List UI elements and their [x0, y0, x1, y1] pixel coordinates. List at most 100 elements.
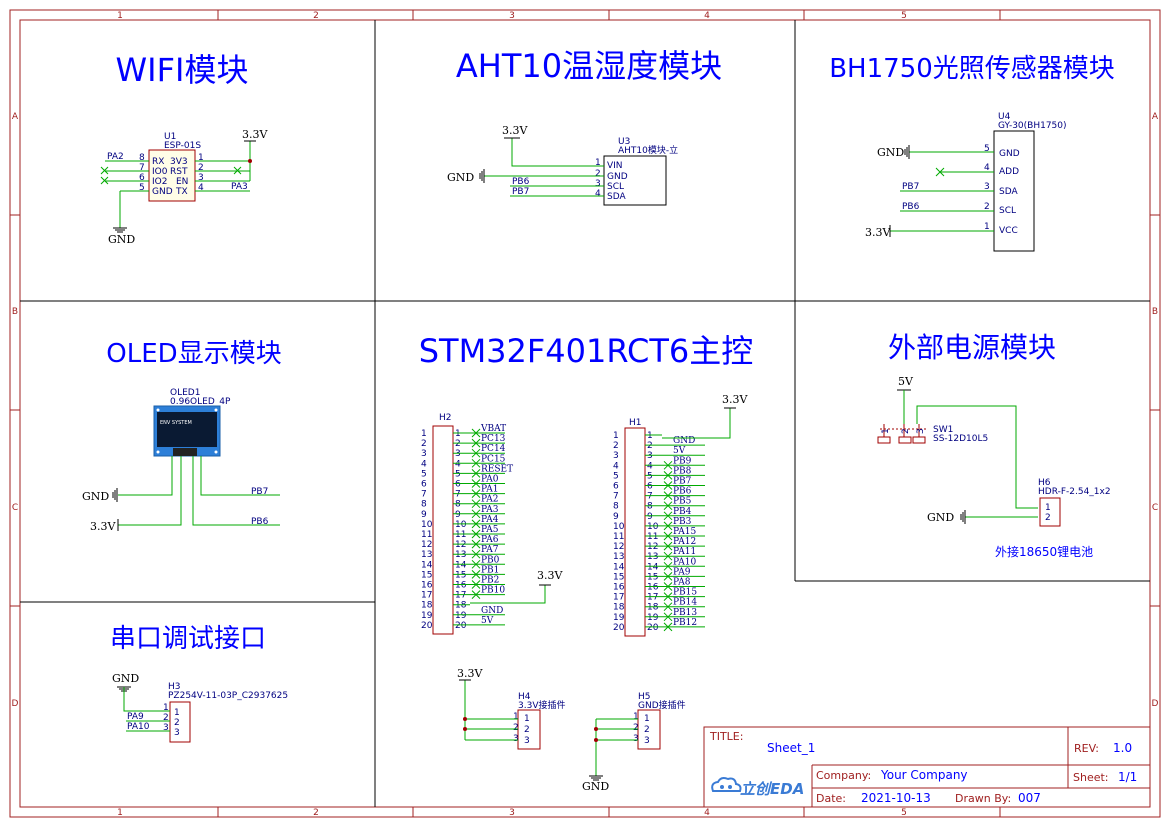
h2-pin-num: 5 — [421, 469, 427, 479]
wifi-pin-num: 4 — [198, 183, 204, 193]
h1-net-label: PB4 — [673, 507, 692, 517]
h2-pin-num: 17 — [421, 591, 432, 601]
h1-net-label: PB7 — [673, 477, 692, 487]
h2-pin-num: 16 — [421, 581, 433, 591]
h5-designator: H5 — [638, 692, 651, 702]
h1-pin-num: 12 — [613, 542, 624, 552]
title-label: TITLE: — [709, 730, 743, 743]
wifi-pin-name: TX — [175, 187, 188, 197]
aht10-net-label: PB7 — [512, 187, 529, 197]
wifi-pin-name: RX — [152, 157, 164, 167]
power-module[interactable]: 5V 1 2 3 SW1 SS-12D10L5 H6 HDR-F-2.54_1x… — [877, 375, 1111, 559]
bh1750-module[interactable]: U4 GY-30(BH1750) GND ADD SDA SCL VCC 5 4… — [865, 112, 1067, 252]
wifi-pin-num: 3 — [198, 173, 204, 183]
wifi-pin-num: 5 — [139, 183, 145, 193]
h1-pin-num: 7 — [613, 492, 619, 502]
oled-module[interactable]: OLED1 0.96OLED_4P ENV SYSTEM GND 3.3V PB… — [82, 388, 280, 533]
bh1750-pin-name: SCL — [999, 206, 1016, 216]
no-connect-icon — [663, 491, 673, 500]
h2-pin-num: 4 — [421, 459, 427, 469]
h1-net-label: 5V — [673, 446, 686, 456]
oled-value: 0.96OLED_4P — [170, 397, 231, 407]
wifi-pin-name: RST — [170, 167, 188, 177]
h1-net-label: PB15 — [673, 588, 697, 598]
h2-net-label: PC13 — [481, 434, 506, 444]
h1-pin-num: 20 — [613, 623, 625, 633]
frame-row-label: B — [1152, 307, 1158, 317]
aht10-value: AHT10模块-立 — [618, 144, 678, 156]
frame-col-label: 3 — [509, 808, 515, 818]
wifi-chip-body[interactable] — [148, 149, 196, 202]
no-connect-icon — [663, 561, 673, 571]
h1-pin-num: 9 — [613, 512, 619, 522]
oled-designator: OLED1 — [170, 388, 200, 398]
date-label: Date: — [816, 792, 846, 805]
battery-connector-body[interactable] — [1039, 497, 1061, 527]
aht10-net-label: PB6 — [512, 177, 530, 187]
ground-icon — [589, 775, 603, 781]
h2-pin-num: 13 — [421, 550, 432, 560]
frame-row-label: B — [12, 307, 18, 317]
connector-h4[interactable]: H4 3.3V接插件 1 2 3 1 2 3 3.3V — [457, 667, 565, 750]
logo-text: 立创EDA — [740, 780, 804, 798]
wifi-pin-name: IO0 — [152, 167, 168, 177]
h2-pin-num: 3 — [455, 449, 461, 459]
h4-pin-num: 1 — [513, 712, 519, 722]
aht10-module[interactable]: U3 AHT10模块-立 VIN GND SCL SDA 1 2 3 4 3.3… — [447, 124, 678, 206]
uart-net-label: PA10 — [127, 722, 150, 732]
wifi-value: ESP-01S — [164, 141, 201, 151]
switch-pin-num: 3 — [916, 428, 926, 434]
uart-body[interactable] — [169, 701, 191, 743]
h2-pin-num: 12 — [421, 540, 432, 550]
uart-value: PZ254V-11-03P_C2937625 — [168, 691, 288, 701]
h1-pin-num: 5 — [613, 471, 619, 481]
h1-pin-num: 13 — [613, 552, 624, 562]
rev-label: REV: — [1074, 742, 1099, 755]
aht10-designator: U3 — [618, 137, 630, 147]
bh1750-pin-num: 3 — [984, 182, 990, 192]
h2-pin-num: 11 — [421, 530, 432, 540]
aht10-pin-num: 4 — [595, 189, 601, 199]
battery-connector-value: HDR-F-2.54_1x2 — [1038, 487, 1111, 497]
slide-switch-icon[interactable] — [877, 424, 926, 444]
wifi-module[interactable]: U1 ESP-01S RX IO0 IO2 GND 3V3 RST EN TX … — [100, 128, 268, 246]
wifi-pin-num: 1 — [198, 153, 204, 163]
section-title-wifi: WIFI模块 — [116, 51, 249, 89]
aht10-pin-name: SDA — [607, 192, 626, 202]
uart-connector[interactable]: GND H3 PZ254V-11-03P_C2937625 1 2 3 1 2 … — [112, 672, 288, 743]
h1-pin-num: 4 — [613, 461, 619, 471]
aht10-ground-label: GND — [447, 171, 474, 184]
h1-pin-num: 14 — [613, 562, 625, 572]
h1-pin-num: 14 — [647, 562, 659, 572]
h4-power-label: 3.3V — [457, 667, 483, 680]
h1-pin-num: 19 — [613, 613, 625, 623]
wifi-ground-label: GND — [108, 233, 135, 246]
uart-pin-num: 2 — [163, 713, 169, 723]
h1-net-label: PB12 — [673, 618, 697, 628]
connector-h5[interactable]: H5 GND接插件 1 2 3 1 2 3 GND — [582, 692, 686, 793]
h2-pin-num: 13 — [455, 550, 466, 560]
h4-pin-num: 2 — [513, 723, 519, 733]
h1-net-label: PA9 — [673, 567, 691, 577]
no-connect-icon — [471, 509, 481, 519]
h1-body[interactable] — [624, 427, 646, 637]
h2-body[interactable] — [432, 425, 454, 635]
no-connect-icon — [471, 549, 481, 559]
h2-pin-num: 8 — [455, 500, 461, 510]
lceda-logo-icon: 立创EDA — [711, 777, 804, 798]
aht10-chip-body[interactable] — [603, 155, 667, 206]
drawn-by-label: Drawn By: — [955, 792, 1011, 805]
ground-icon — [960, 510, 966, 524]
h1-pin-num: 7 — [647, 492, 653, 502]
h1-net-label: PA11 — [673, 547, 696, 557]
h1-pin-num: 13 — [647, 552, 658, 562]
h2-net-label: PB2 — [481, 576, 499, 586]
h2-pin-num: 20 — [455, 621, 467, 631]
no-connect-icon — [471, 539, 481, 549]
no-connect-icon — [471, 469, 481, 478]
h1-pin-num: 1 — [613, 431, 619, 441]
h2-pin-num: 1 — [421, 429, 427, 439]
wifi-pin-name: EN — [176, 177, 188, 187]
